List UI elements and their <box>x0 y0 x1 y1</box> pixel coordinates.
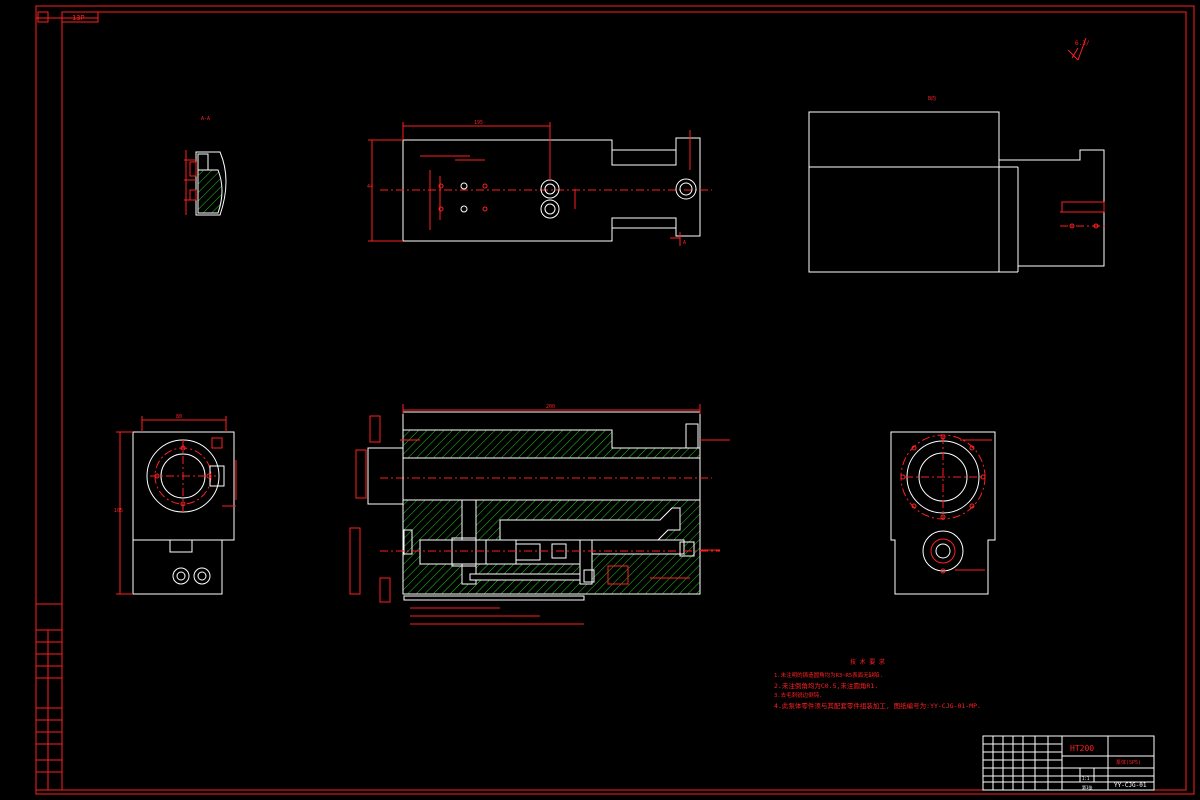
left-width-dim: 80 <box>176 414 182 420</box>
surface-finish-mark <box>1067 37 1087 61</box>
scale-label: 1:1 <box>1082 776 1090 781</box>
top-arrow-tag: A <box>683 240 686 246</box>
title-block <box>982 735 1155 791</box>
section-aa-label: A-A <box>201 116 210 122</box>
top-view <box>368 122 712 246</box>
top-length-dim: 195 <box>474 120 483 126</box>
sheet-border <box>35 5 1195 795</box>
left-side-table <box>35 603 63 791</box>
main-length-dim: 200 <box>546 404 555 410</box>
view-b-label: B向 <box>928 95 936 102</box>
material-label: HT200 <box>1070 744 1094 753</box>
left-height-dim: 105 <box>114 508 123 514</box>
tech-req-line-2: 2.未注倒角均为C0.5,未注圆角R1. <box>774 681 878 690</box>
part-name: 泵体(SP5) <box>1116 759 1141 766</box>
drawing-number: YY-CJG-01 <box>1114 782 1147 789</box>
tech-req-line-1: 1.未注明的铸造圆角均为R3~R5表面无缺陷. <box>774 671 883 679</box>
sheet-number: 第1张 <box>1082 784 1092 790</box>
corner-tag: 13P <box>72 14 85 22</box>
left-view <box>116 416 237 595</box>
tech-req-line-3: 3.去毛刺锐边倒钝. <box>774 691 822 699</box>
top-height-dim: 44 <box>367 184 373 190</box>
tech-req-line-4: 4.此泵体零件须与其配套零件组装加工, 图纸编号为:YY-CJG-01-MP. <box>774 701 981 710</box>
surface-finish-label: 6.3/ <box>1075 40 1090 47</box>
right-view <box>890 431 996 595</box>
main-section-view <box>349 404 730 625</box>
view-b <box>808 111 1106 273</box>
section-aa-view <box>184 150 227 216</box>
tech-req-title: 技 术 要 求 <box>850 658 885 666</box>
